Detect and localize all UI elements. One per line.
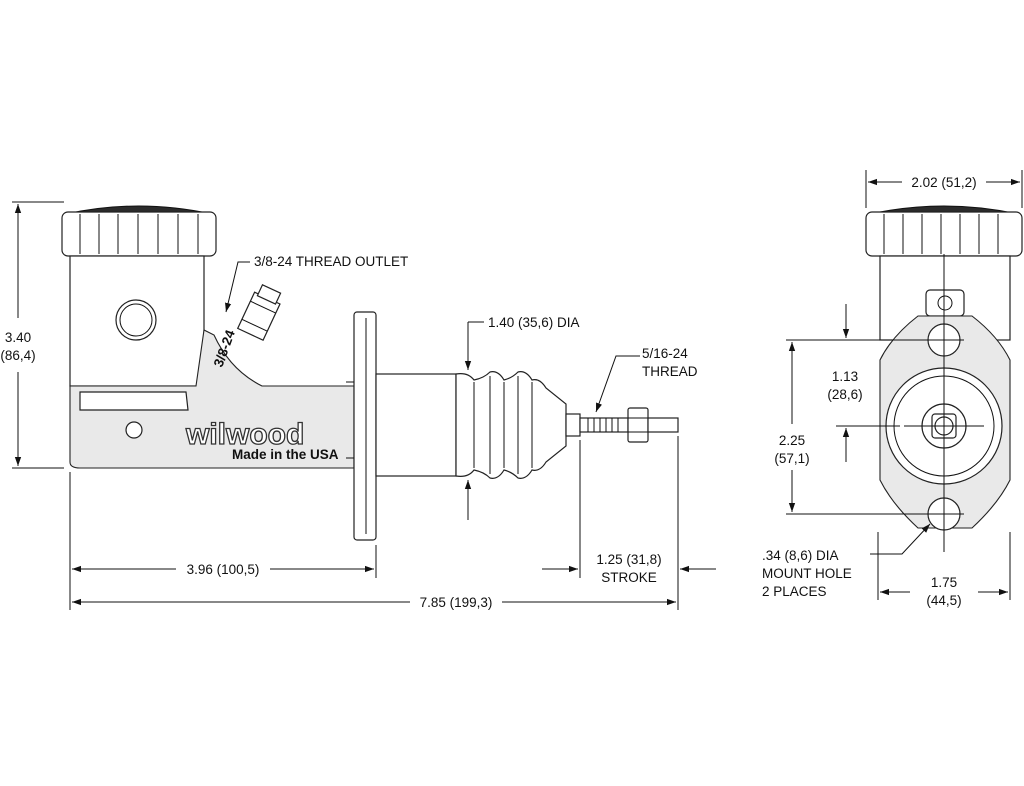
- dim-end-width: [865, 170, 1023, 208]
- label-rod-thread-2: THREAD: [642, 364, 698, 379]
- label-height-in: 3.40: [5, 330, 31, 345]
- brand-logo: wilwood: [185, 418, 304, 451]
- label-mount-hole-3: 2 PLACES: [762, 584, 827, 599]
- label-flange-width-in: 1.75: [931, 575, 957, 590]
- label-stroke-2: STROKE: [601, 570, 657, 585]
- center-marks: [904, 254, 984, 552]
- label-height-mm: (86,4): [0, 348, 35, 363]
- label-mount-hole-1: .34 (8,6) DIA: [762, 548, 839, 563]
- mounting-flange: [353, 311, 377, 541]
- reservoir-cap: [61, 205, 217, 257]
- end-outlet-nut: [925, 289, 965, 317]
- label-hole-center-in: 1.13: [832, 369, 858, 384]
- label-end-width: 2.02 (51,2): [911, 175, 976, 190]
- label-flange-width-mm: (44,5): [926, 593, 961, 608]
- label-stroke-1: 1.25 (31,8): [596, 552, 661, 567]
- label-boot-dia: 1.40 (35,6) DIA: [488, 315, 580, 330]
- dim-boot-dia: [464, 321, 484, 520]
- end-view: 2.02 (51,2) 1.13 (28,6) 2.25 (57,1) .34 …: [762, 170, 1023, 608]
- outlet-fitting: [236, 283, 282, 342]
- leader-rod-thread: [595, 355, 640, 413]
- label-rod-thread-1: 5/16-24: [642, 346, 688, 361]
- label-hole-spacing-mm: (57,1): [774, 451, 809, 466]
- end-extension-lines: [786, 339, 926, 515]
- dim-flange-width: [877, 532, 1011, 600]
- leader-mount-hole: [870, 523, 931, 555]
- reservoir-port: [115, 299, 157, 341]
- label-hole-center-mm: (28,6): [827, 387, 862, 402]
- label-mount-hole-2: MOUNT HOLE: [762, 566, 852, 581]
- push-rod: [565, 407, 679, 443]
- side-view: 3/8-24 wilwood Made in the USA: [0, 201, 716, 610]
- label-overall-length: 7.85 (199,3): [420, 595, 493, 610]
- rubber-boot: [455, 371, 567, 479]
- bore-housing: [375, 373, 457, 477]
- dim-overall-height: [12, 201, 64, 469]
- made-in-text: Made in the USA: [232, 447, 339, 462]
- extension-lines: [69, 436, 679, 610]
- label-hole-spacing-in: 2.25: [779, 433, 805, 448]
- end-reservoir-cap: [865, 205, 1023, 257]
- leader-thread-outlet: [225, 261, 250, 313]
- label-thread-outlet: 3/8-24 THREAD OUTLET: [254, 254, 408, 269]
- label-body-length: 3.96 (100,5): [187, 562, 260, 577]
